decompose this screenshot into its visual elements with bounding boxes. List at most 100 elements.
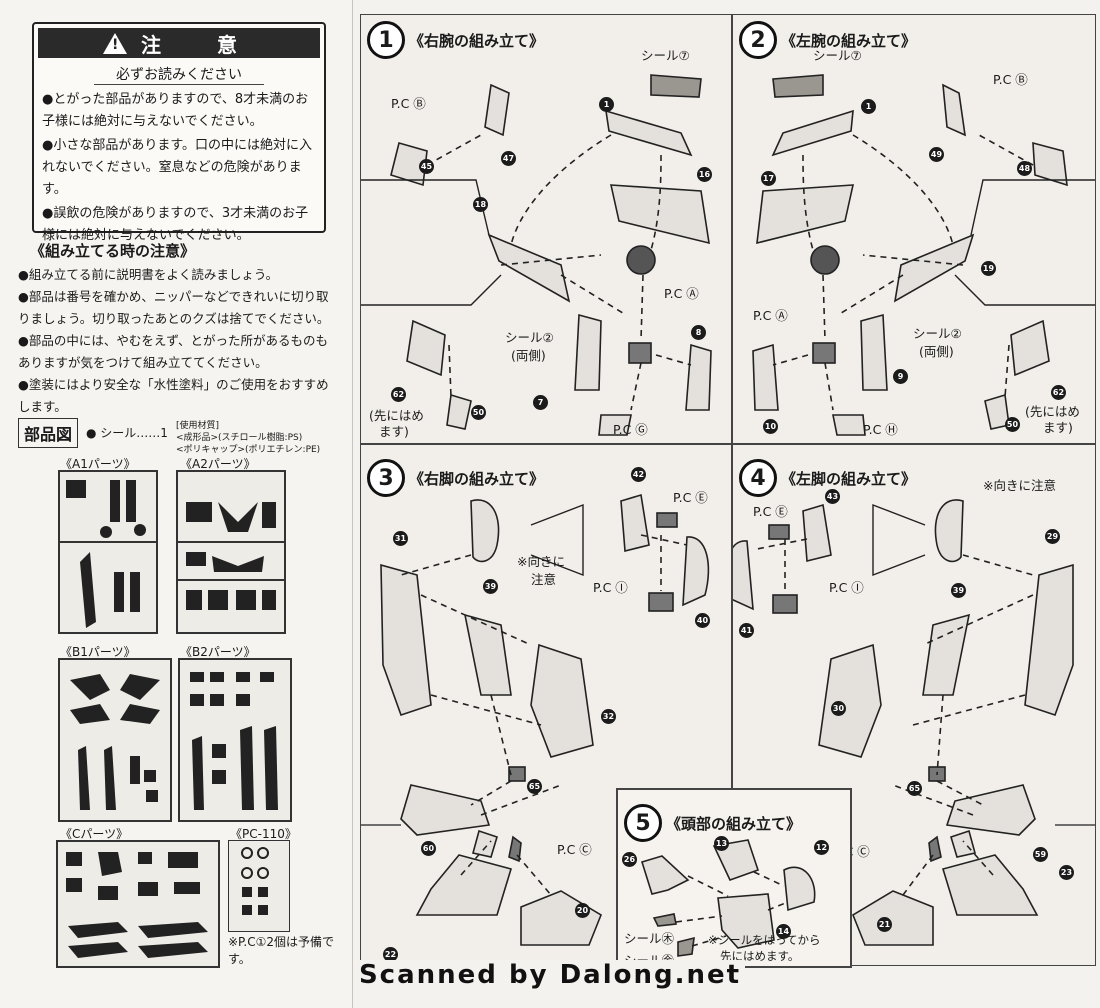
part-number: 30	[831, 701, 846, 716]
warning-triangle-icon	[103, 32, 127, 54]
part-number: 50	[471, 405, 486, 420]
insert-first-note: ます)	[1043, 420, 1073, 435]
step-4-panel: 4 《左脚の組み立て》 ※向きに注意 P.C Ⓔ P.C Ⓘ P.C Ⓒ 43 …	[732, 444, 1096, 966]
part-number: 8	[691, 325, 706, 340]
runner-label-a2: 《A2パーツ》	[180, 457, 256, 471]
spare-note: ※P.C①2個は予備です。	[228, 935, 335, 966]
seal-label: シール㊍	[624, 931, 675, 946]
step-number-badge: 3	[367, 459, 405, 497]
part-number: 1	[861, 99, 876, 114]
pc-label: P.C Ⓑ	[391, 96, 426, 111]
part-number: 23	[1059, 865, 1074, 880]
pc-label: P.C Ⓑ	[993, 72, 1028, 87]
part-number: 62	[391, 387, 406, 402]
step-3-drawing	[361, 493, 710, 946]
insert-first-note: (先にはめ	[369, 408, 424, 423]
assembly-note: ●部品は番号を確かめ、ニッパーなどできれいに切り取りましょう。切り取ったあとのク…	[18, 289, 330, 326]
part-number: 22	[383, 947, 398, 962]
materials-line: <ポリキャップ>(ポリエチレン:PE)	[175, 445, 321, 455]
orientation-note: ※向きに注意	[983, 478, 1056, 493]
seal-label: シール⑦	[641, 48, 690, 63]
step-number-badge: 1	[367, 21, 405, 59]
runner-b2	[178, 658, 292, 822]
part-number: 12	[814, 840, 829, 855]
part-number: 9	[893, 369, 908, 384]
part-number: 1	[599, 97, 614, 112]
runner-label-b2: 《B2パーツ》	[180, 645, 256, 659]
part-number: 65	[527, 779, 542, 794]
part-number: 42	[631, 467, 646, 482]
part-number: 31	[393, 531, 408, 546]
part-number: 59	[1033, 847, 1048, 862]
caution-item: ●小さな部品があります。口の中には絶対に入れないでください。窒息などの危険があり…	[42, 138, 313, 197]
step-number-badge: 4	[739, 459, 777, 497]
part-number: 45	[419, 159, 434, 174]
part-number: 49	[929, 147, 944, 162]
materials-line: [使用材質]	[175, 421, 219, 431]
parts-diagram-label: 部品図	[18, 418, 79, 448]
step-2-panel: 2 《左腕の組み立て》 シール⑦ P.C Ⓑ P.C Ⓐ シール② (両側) P…	[732, 14, 1096, 444]
part-number: 32	[601, 709, 616, 724]
assembly-note: ●組み立てる前に説明書をよく読みましょう。	[18, 267, 279, 282]
materials-list: [使用材質] <成形品>(スチロール樹脂:PS) <ポリキャップ>(ポリエチレン…	[176, 420, 320, 456]
orientation-note: 注意	[531, 572, 557, 587]
step-5-panel: 5 《頭部の組み立て》 シール㊍ シール㊎ ※シールをはってから 先にはめます。…	[616, 788, 852, 968]
step-1-drawing	[361, 74, 712, 436]
pc-label: P.C Ⓗ	[863, 422, 898, 437]
step-title: 《左脚の組み立て》	[781, 469, 917, 488]
part-number: 13	[714, 836, 729, 851]
left-page: 注 意 必ずお読みください ●とがった部品がありますので、8才未満のお子様には絶…	[0, 0, 353, 1008]
part-number: 62	[1051, 385, 1066, 400]
insert-first-note: ます)	[379, 424, 409, 439]
step-2-drawing	[752, 74, 1095, 436]
seal-label: シール⑦	[813, 48, 862, 63]
pc-label: P.C Ⓔ	[673, 490, 708, 505]
seal-label: シール②	[913, 326, 962, 341]
runner-a2	[176, 470, 286, 634]
head-note: 先にはめます。	[720, 949, 800, 963]
part-number: 26	[622, 852, 637, 867]
caution-title: 注 意	[38, 28, 320, 58]
caution-item: ●誤飲の危険がありますので、3才未満のお子様には絶対に与えないでください。	[42, 206, 309, 243]
seal-both-sides: (両側)	[511, 348, 546, 363]
pc-label: P.C Ⓔ	[753, 504, 788, 519]
step-3-title-group: 3 《右脚の組み立て》	[367, 459, 544, 497]
part-number: 7	[533, 395, 548, 410]
step-title: 《右脚の組み立て》	[409, 469, 545, 488]
step-2-title-group: 2 《左腕の組み立て》	[739, 21, 916, 59]
seal-label: シール②	[505, 330, 554, 345]
part-number: 39	[951, 583, 966, 598]
part-number: 47	[501, 151, 516, 166]
head-note: ※シールをはってから	[708, 933, 821, 947]
runner-pc110-drawing	[241, 847, 269, 915]
runner-label-b1: 《B1パーツ》	[60, 645, 136, 659]
part-number: 16	[697, 167, 712, 182]
seal-count: ● シール……1	[86, 426, 168, 440]
insert-first-note: (先にはめ	[1025, 404, 1080, 419]
step-title: 《頭部の組み立て》	[666, 814, 802, 833]
part-number: 14	[776, 924, 791, 939]
part-number: 20	[575, 903, 590, 918]
caution-box: 注 意 必ずお読みください ●とがった部品がありますので、8才未満のお子様には絶…	[32, 22, 326, 243]
assembly-notes-heading: 《組み立てる時の注意》	[30, 242, 196, 260]
part-number: 29	[1045, 529, 1060, 544]
assembly-notes: ●組み立てる前に説明書をよく読みましょう。 ●部品は番号を確かめ、ニッパーなどで…	[18, 264, 338, 418]
step-title: 《右腕の組み立て》	[409, 31, 545, 50]
scanner-watermark-text: Scanned by Dalong.net	[354, 960, 746, 990]
parts-diagram-header: 部品図 ● シール……1 [使用材質] <成形品>(スチロール樹脂:PS) <ポ…	[18, 418, 320, 456]
pc-label: P.C Ⓐ	[664, 286, 699, 301]
runner-label-a1: 《A1パーツ》	[60, 457, 136, 471]
pc-label: P.C Ⓒ	[557, 842, 592, 857]
right-page: 1 《右腕の組み立て》 シール⑦ P.C Ⓑ P.C Ⓐ シール② (両側) P…	[352, 0, 1100, 1008]
part-number: 50	[1005, 417, 1020, 432]
part-number: 10	[763, 419, 778, 434]
pc-label: P.C Ⓖ	[613, 422, 648, 437]
step-5-drawing	[640, 839, 816, 957]
runner-b1-drawing	[70, 674, 160, 810]
part-number: 41	[739, 623, 754, 638]
step-1-title-group: 1 《右腕の組み立て》	[367, 21, 544, 59]
runner-a1-drawing	[60, 480, 156, 628]
caution-item: ●とがった部品がありますので、8才未満のお子様には絶対に与えないでください。	[42, 92, 309, 129]
part-number: 18	[473, 197, 488, 212]
materials-line: <成形品>(スチロール樹脂:PS)	[175, 433, 303, 443]
